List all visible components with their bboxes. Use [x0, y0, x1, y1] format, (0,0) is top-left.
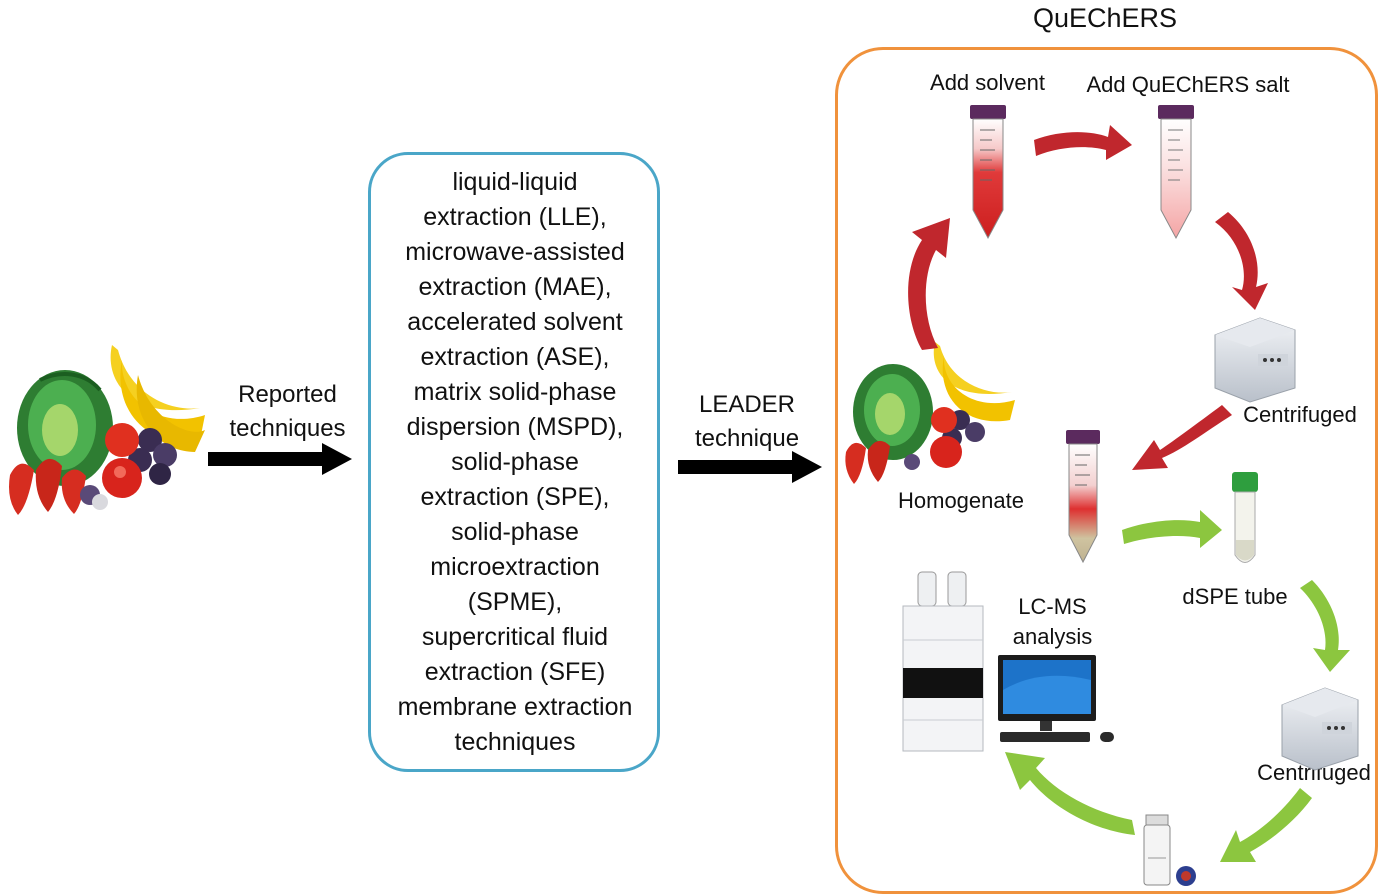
red-arrow-up — [908, 218, 950, 350]
technique-line: solid-phase — [451, 448, 579, 476]
centrifuge-machine-2 — [1281, 687, 1359, 771]
technique-line: extraction (LLE), — [423, 203, 607, 231]
lc-ms-instrument — [902, 571, 984, 752]
technique-line: supercritical fluid — [421, 623, 609, 651]
homogenate-label: Homogenate — [898, 488, 1024, 513]
technique-line: techniques — [454, 728, 576, 756]
green-arrow-down — [1300, 580, 1350, 672]
green-arrow-up-left — [1005, 752, 1135, 835]
quechers-box — [835, 47, 1378, 894]
sample-vial — [1143, 814, 1196, 886]
technique-line: extraction (ASE), — [420, 343, 610, 371]
red-arrow-down — [1215, 212, 1268, 310]
lcms-label: LC-MS analysis — [995, 592, 1110, 652]
quechers-title: QuEChERS — [1032, 3, 1178, 33]
techniques-box — [368, 152, 660, 772]
centrifuge-tube-red — [970, 105, 1006, 240]
lcms-label-line2: analysis — [1012, 624, 1093, 649]
leader-technique-label: LEADER technique — [672, 388, 822, 456]
technique-line: accelerated solvent — [407, 308, 623, 336]
lcms-label-line1: LC-MS — [1018, 594, 1087, 619]
add-solvent-label: Add solvent — [930, 70, 1045, 95]
red-arrow-to-tube — [1132, 405, 1232, 470]
green-arrow-right — [1122, 510, 1222, 548]
computer-monitor — [998, 655, 1114, 742]
technique-line: extraction (MAE), — [418, 273, 612, 301]
technique-line: (SPME), — [467, 588, 563, 616]
technique-line: dispersion (MSPD), — [406, 413, 624, 441]
technique-line: extraction (SPE), — [420, 483, 610, 511]
technique-line: microwave-assisted — [405, 238, 625, 266]
dspe-tube — [1232, 472, 1258, 563]
reported-label-line1: Reported — [238, 381, 337, 408]
red-arrow-right — [1034, 125, 1132, 160]
leader-label-line2: technique — [694, 425, 800, 452]
technique-line: microextraction — [430, 553, 600, 581]
technique-line: matrix solid-phase — [413, 378, 617, 406]
technique-line: membrane extraction — [397, 693, 633, 721]
techniques-list: liquid-liquid extraction (LLE), microwave-… — [370, 165, 660, 760]
technique-line: liquid-liquid — [452, 168, 578, 196]
centrifuge-tube-separated — [1066, 430, 1100, 564]
centrifuge-tube-pink — [1158, 105, 1194, 240]
reported-arrow — [208, 443, 352, 475]
fruit-vegetable-illustration — [9, 345, 205, 515]
centrifuged-label-1: Centrifuged — [1243, 402, 1357, 427]
homogenate-fruit-illustration — [845, 342, 1015, 484]
technique-line: solid-phase — [451, 518, 579, 546]
green-arrow-down-left — [1220, 788, 1312, 862]
leader-arrow — [678, 451, 822, 483]
leader-label-line1: LEADER — [698, 391, 796, 418]
reported-label-line2: techniques — [229, 415, 346, 442]
technique-line: extraction (SFE) — [424, 658, 606, 686]
dspe-tube-label: dSPE tube — [1182, 584, 1288, 609]
reported-techniques-label: Reported techniques — [205, 378, 370, 446]
centrifuge-machine-1 — [1214, 317, 1296, 403]
add-salt-label: Add QuEChERS salt — [1086, 72, 1290, 97]
